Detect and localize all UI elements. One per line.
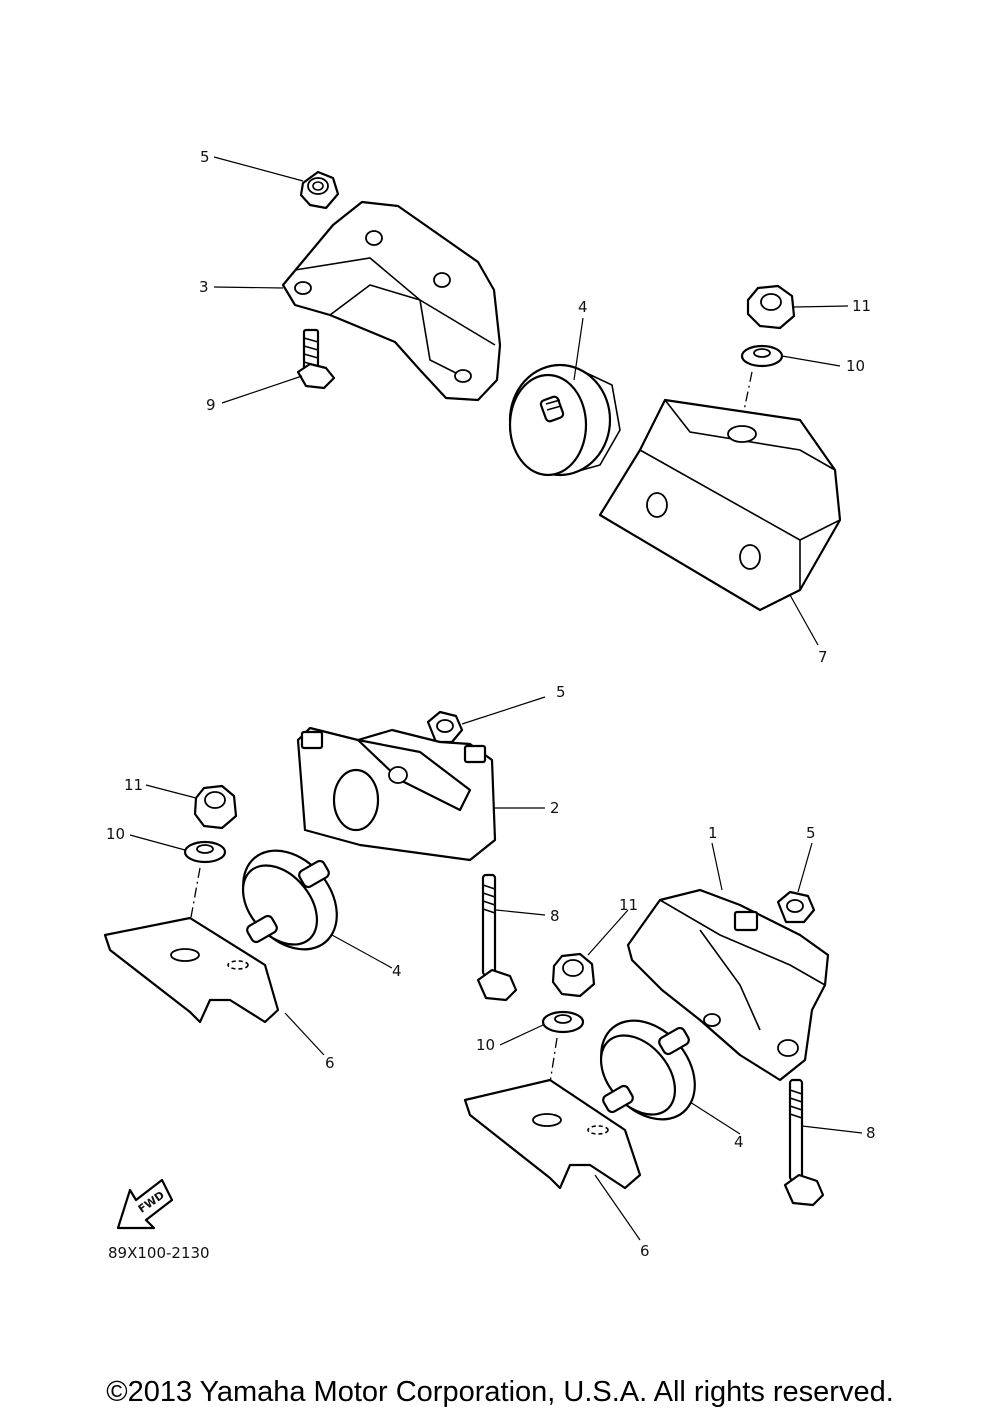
callout-11-right: 11 (619, 896, 638, 914)
part-11-nut-top (746, 284, 796, 330)
part-5-nut-top (299, 170, 340, 210)
part-11-nut-right (551, 952, 596, 998)
callout-10-top: 10 (846, 357, 865, 375)
fwd-arrow-icon: FWD (116, 1178, 174, 1230)
callout-2: 2 (550, 799, 560, 817)
callout-11-left: 11 (124, 776, 143, 794)
part-4-damper-right (599, 1019, 696, 1121)
callout-8-right: 8 (866, 1124, 876, 1142)
callout-11-top: 11 (852, 297, 871, 315)
part-8-bolt-mid (476, 873, 518, 1002)
part-6-plate-right (463, 1078, 642, 1190)
callout-3: 3 (199, 278, 209, 296)
part-3-upper-bracket (281, 200, 502, 402)
callout-9: 9 (206, 396, 216, 414)
part-5-nut-right (776, 890, 816, 924)
part-4-damper-top (508, 363, 621, 477)
callout-10-right: 10 (476, 1036, 495, 1054)
part-8-bolt-right (783, 1078, 825, 1207)
callout-1: 1 (708, 824, 718, 842)
callout-5-top: 5 (200, 148, 210, 166)
part-10-washer-right (541, 1010, 585, 1034)
callout-4-top: 4 (578, 298, 588, 316)
part-6-plate-left (103, 916, 280, 1024)
callout-4-left: 4 (392, 962, 402, 980)
callout-10-left: 10 (106, 825, 125, 843)
part-5-nut-mid (426, 710, 464, 744)
drawing-code: 89X100-2130 (108, 1244, 210, 1262)
callout-6-left: 6 (325, 1054, 335, 1072)
part-11-nut-left (193, 784, 238, 830)
leader-lines (129, 156, 863, 1241)
part-10-washer-top (740, 344, 784, 368)
callout-5-right: 5 (806, 824, 816, 842)
callout-5-mid: 5 (556, 683, 566, 701)
part-2-center-bracket (296, 726, 497, 862)
callout-7: 7 (818, 648, 828, 666)
copyright-notice: ©2013 Yamaha Motor Corporation, U.S.A. A… (106, 1376, 894, 1408)
part-10-washer-left (183, 840, 227, 864)
callout-8-mid: 8 (550, 907, 560, 925)
part-7-box-bracket (598, 398, 842, 612)
callout-labels: 5 3 9 4 11 10 7 5 2 11 10 4 6 8 1 5 11 1… (106, 148, 876, 1260)
part-1-right-bracket (626, 888, 830, 1082)
callout-4-right: 4 (734, 1133, 744, 1151)
callout-6-right: 6 (640, 1242, 650, 1260)
part-9-bolt (296, 328, 336, 390)
part-4-damper-left (241, 849, 338, 951)
